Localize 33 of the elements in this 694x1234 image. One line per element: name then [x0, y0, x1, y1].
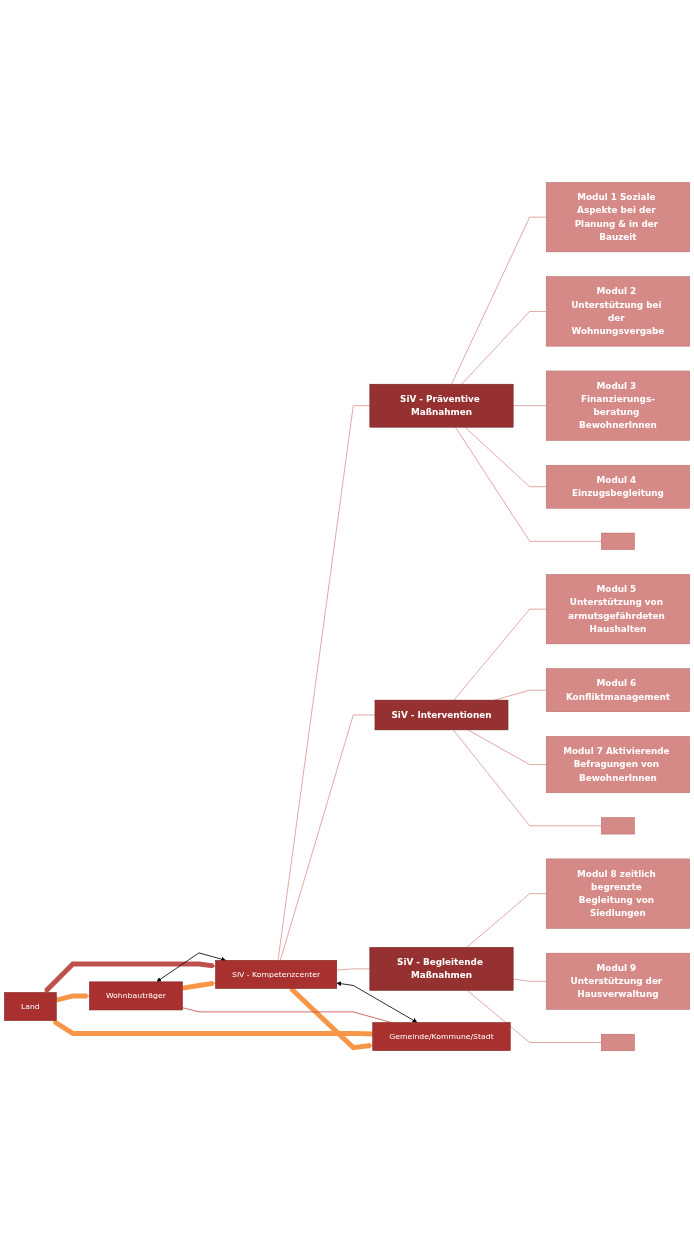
connector — [466, 990, 602, 1044]
connector — [461, 311, 547, 386]
connector — [512, 978, 547, 983]
connector — [279, 715, 376, 962]
node-box: Modul 1 Soziale Aspekte bei der Planung & in der Bauzeit — [545, 182, 690, 253]
node-box: Modul 5 Unterstützung von armutsgefährdeten Haushalten — [545, 574, 690, 645]
node-box: Modul 3 Finanzierungs-beratung BewohnerInnen — [545, 371, 690, 442]
connector — [336, 968, 371, 971]
node-box: Modul 4 Einzugsbegleitung — [545, 465, 690, 509]
node-box: SiV - Präventive Maßnahmen — [369, 384, 514, 428]
connector — [452, 729, 602, 827]
arrow — [289, 987, 373, 1051]
node-box — [601, 533, 635, 551]
connector — [277, 405, 371, 962]
node-box: Modul 2 Unterstützung bei der Wohnungsvergabe — [545, 276, 690, 347]
arrow — [182, 981, 216, 992]
connector — [464, 427, 547, 488]
connector — [453, 609, 547, 701]
arrow — [44, 961, 216, 994]
arrow — [52, 1020, 373, 1037]
arrow — [55, 993, 90, 1003]
node-box: SiV - Interventionen — [374, 700, 509, 731]
node-box: Modul 8 zeitlich begrenzte Begleitung von Siedlungen — [545, 859, 690, 930]
connector — [466, 893, 547, 949]
node-box: Modul 9 Unterstützung der Hausverwaltung — [545, 953, 690, 1011]
node-box: Modul 7 Aktivierende Befragungen von BewohnerInnen — [545, 736, 690, 794]
node-box: Modul 6 Konfliktmanagement — [545, 668, 690, 713]
connector — [512, 405, 547, 407]
node-box: SiV - Begleitende Maßnahmen — [369, 947, 514, 992]
connector — [455, 427, 602, 543]
node-box — [601, 817, 635, 835]
node-box — [601, 1034, 635, 1052]
connector — [451, 217, 547, 386]
